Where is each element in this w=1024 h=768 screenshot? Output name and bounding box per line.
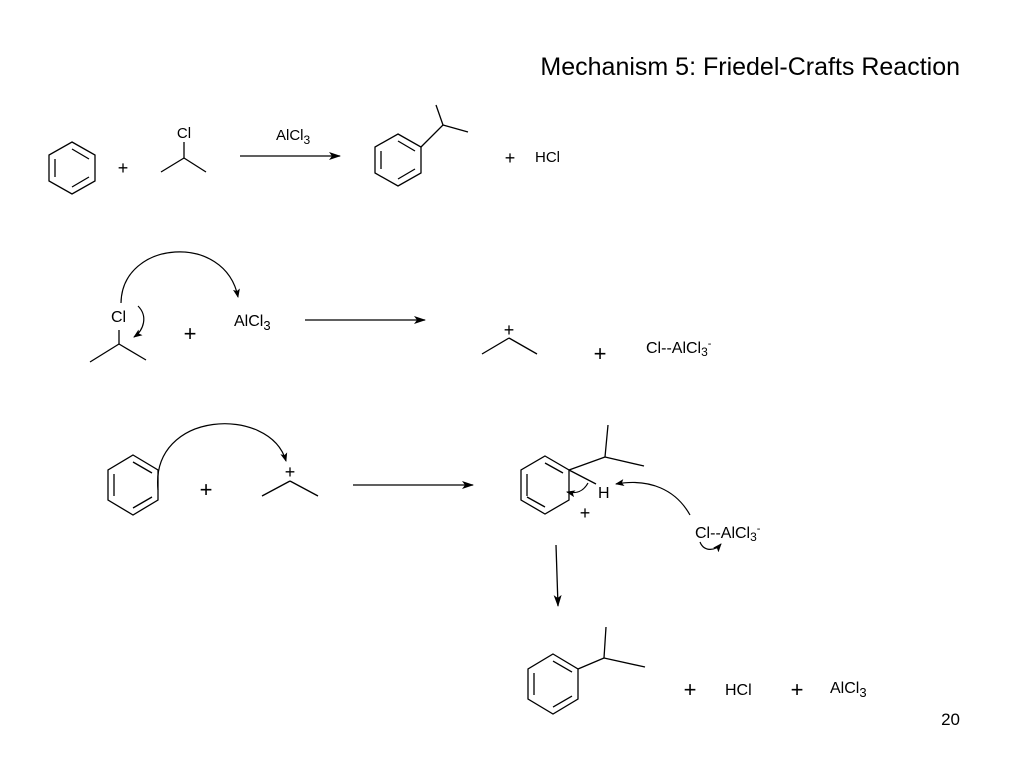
step2-plus-1: + <box>200 477 213 502</box>
step3-plus-2: + <box>791 677 804 702</box>
step1-catalyst-label: AlCl3 <box>234 313 271 333</box>
step1-curved-arrow-lone-pair <box>120 251 240 304</box>
page-number: 20 <box>941 710 960 729</box>
step3-byproduct-hcl: HCl <box>725 682 752 699</box>
step1-plus-1: + <box>184 321 197 346</box>
step2-cation-charge: + <box>285 462 296 482</box>
overall-isopropyl-chloride <box>160 142 207 173</box>
step3-reaction-arrow <box>553 544 562 607</box>
step2-curved-arrow-ch-bond <box>566 482 589 498</box>
overall-chlorine-label: Cl <box>177 125 191 142</box>
step2-chloroaluminate-complex: Cl--AlCl3- <box>695 523 761 544</box>
step1-isopropyl-cation <box>481 337 538 355</box>
step2-curved-arrow-pi-attack <box>157 423 288 491</box>
step2-isopropyl-cation <box>261 480 319 497</box>
step3-catalyst-label: AlCl3 <box>830 680 867 700</box>
step1-curved-arrow-bond <box>133 305 145 338</box>
overall-plus-2: + <box>505 148 516 168</box>
overall-plus-1: + <box>118 158 129 178</box>
step2-curved-arrow-cl-al <box>699 541 722 553</box>
step2-benzene <box>107 454 159 516</box>
slide-title: Mechanism 5: Friedel-Crafts Reaction <box>540 53 960 81</box>
overall-cumene <box>374 104 469 187</box>
overall-catalyst-label: AlCl3 <box>276 127 311 147</box>
step3-cumene <box>527 626 646 715</box>
overall-byproduct-hcl: HCl <box>535 149 560 166</box>
step1-chlorine-label: Cl <box>111 309 126 326</box>
step2-curved-arrow-deprotonation <box>615 479 691 516</box>
overall-benzene <box>48 141 96 195</box>
step1-plus-2: + <box>594 341 607 366</box>
step1-isopropyl-chloride <box>89 330 147 363</box>
step1-chloroaluminate-complex: Cl--AlCl3- <box>646 338 712 359</box>
step2-hydrogen-label: H <box>598 485 610 502</box>
step2-ring-charge: + <box>580 503 591 523</box>
step3-plus-1: + <box>684 677 697 702</box>
step2-arenium-ion <box>520 424 645 515</box>
step1-cation-charge: + <box>504 320 515 340</box>
